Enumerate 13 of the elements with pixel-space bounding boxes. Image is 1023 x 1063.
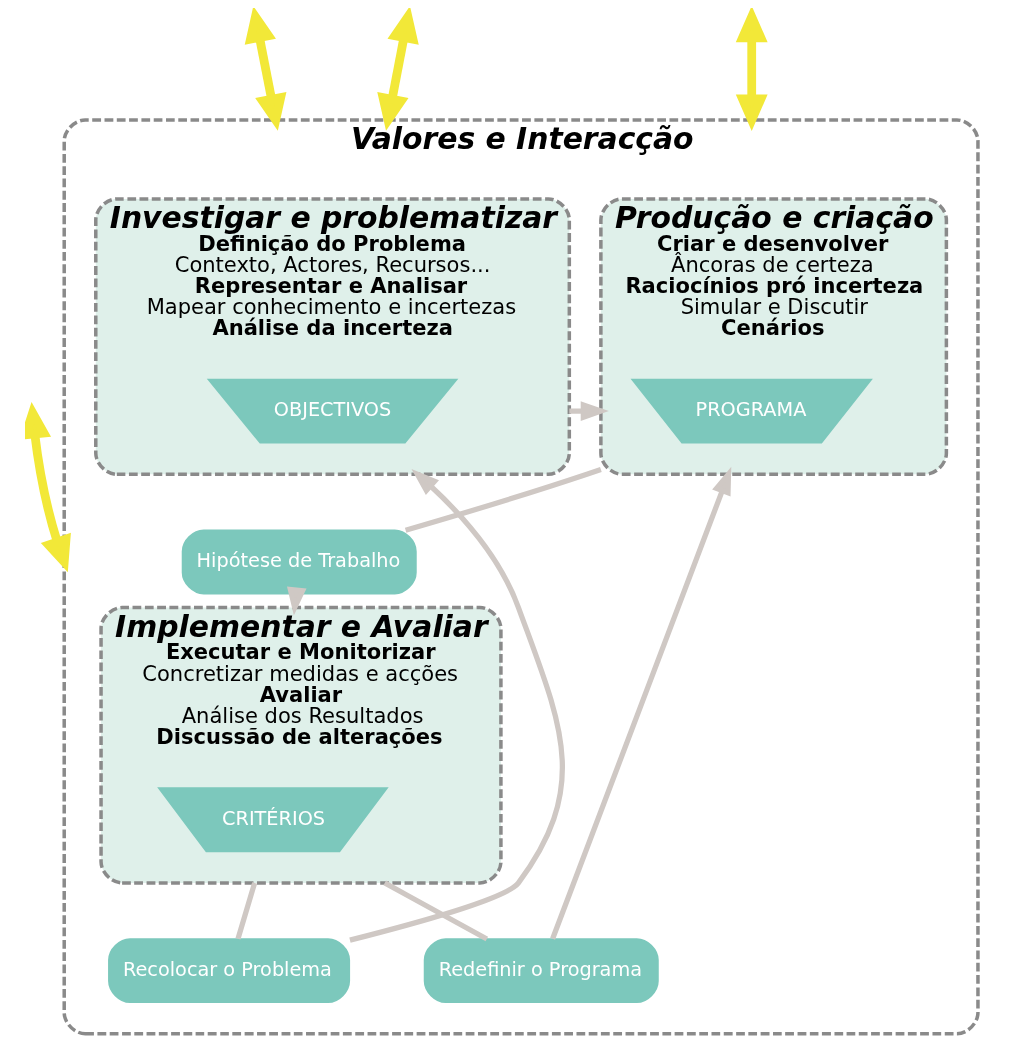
connector — [404, 467, 602, 533]
arrow — [286, 586, 307, 616]
node-box: Recolocar o Problema — [107, 938, 350, 1004]
arrow — [376, 8, 419, 131]
node-box: Redefinir o Programa — [423, 938, 659, 1004]
connector — [382, 880, 488, 942]
arrow — [549, 466, 731, 940]
arrow — [735, 8, 768, 131]
arrow — [568, 401, 609, 421]
arrow — [24, 402, 71, 573]
arrow — [244, 8, 286, 131]
arrow — [348, 468, 565, 943]
connector — [234, 882, 257, 940]
